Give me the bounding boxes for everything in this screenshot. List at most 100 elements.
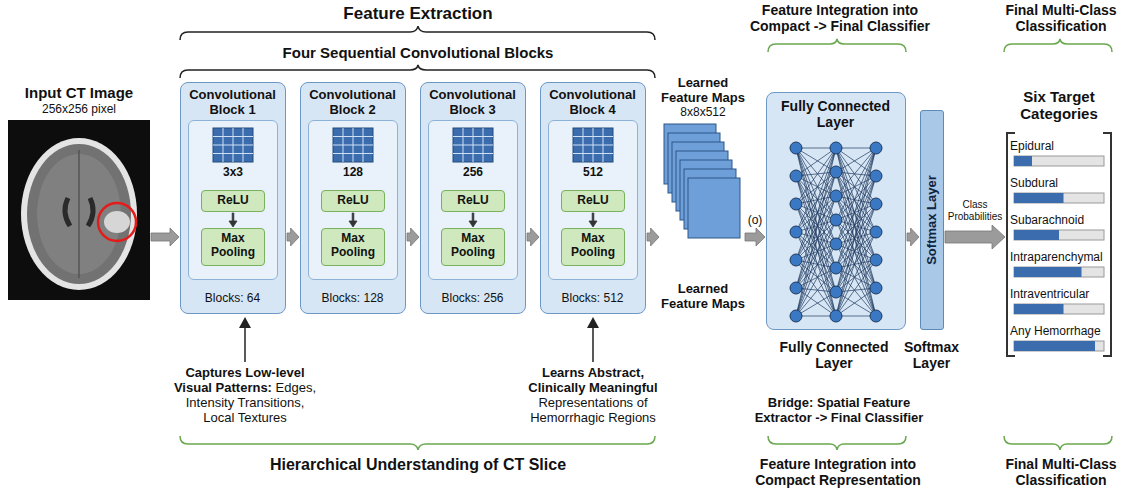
bar-fill [1014,156,1032,166]
maps-title: Learned Feature Maps [658,76,748,106]
relu-box: ReLU [441,190,505,212]
network-neuron [790,310,802,322]
pooling-label: Max Pooling [442,232,504,260]
block-count: Blocks: 512 [543,292,642,306]
grid-line [573,153,613,154]
network-neuron [870,198,882,210]
grid-line [453,153,493,154]
network-link [796,172,836,260]
category-name: Subarachnoid [1010,214,1108,228]
network-neuron [830,142,842,154]
callout-lead: Learns Abstract, Clinically Meaningful [518,366,668,396]
grid-line [333,145,373,146]
network-neuron [830,262,842,274]
section-heading: Final Multi-Class Classification [1000,2,1122,34]
filter-grid-icon [573,128,613,162]
filter-grid [213,128,253,162]
bar-track [1014,304,1104,314]
network-link [836,196,876,316]
relu-box: ReLU [321,190,385,212]
pooling-box: Max Pooling [441,228,505,266]
block-count: Blocks: 256 [423,292,522,306]
block-title: Convolutional Block 2 [303,88,402,118]
bar-track [1014,156,1104,166]
probability-bars [1014,156,1104,351]
grid-line [213,145,253,146]
grid-line [243,128,244,162]
section-footer: Feature Integration into Compact Represe… [741,456,935,488]
network-link [836,204,876,292]
grid-line [603,128,604,162]
category-name: Intraventricular [1010,288,1108,302]
filter-label: 128 [309,166,397,180]
relu-label: ReLU [322,194,384,208]
feature-map [688,178,740,238]
filter-label: 512 [549,166,637,180]
network-neuron [870,310,882,322]
image-title: Input CT Image [2,84,156,101]
bridge-note: Bridge: Spatial Feature Extractor -> Fin… [748,396,930,426]
connector-label: (o) [745,213,765,227]
network-neuron [870,170,882,182]
conv-block: ReLU Max Pooling 512 Convolutional Block 4 B… [540,82,646,314]
network-neuron [870,226,882,238]
bar-track [1014,341,1104,351]
network-neuron [790,254,802,266]
network-neuron [830,190,842,202]
ct-midline [78,150,80,278]
layer-title: Fully Connected Layer [767,98,904,130]
section-bracket [180,436,655,450]
flow-arrow [647,228,659,246]
layer-caption: Fully Connected Layer [770,339,898,371]
grid-line [213,153,253,154]
maps-size: 8x8x512 [658,106,748,120]
category-name: Epidural [1010,140,1108,154]
conv-block: ReLUMax Pooling256Convolutional Block 3B… [420,82,526,314]
filter-grid-icon [453,128,493,162]
flow-arrow [945,225,1005,249]
network-neuron [790,226,802,238]
grid-line [333,153,373,154]
ct-marker-circle [98,203,136,241]
network-link [796,244,836,316]
layer-caption: Softmax Layer [901,339,962,371]
bar-fill [1014,341,1095,351]
block-count: Blocks: 64 [183,292,282,306]
network-neuron [830,214,842,226]
filter-grid [333,128,373,162]
ct-hemorrhage [104,211,130,233]
section-bracket [768,39,906,52]
ct-skull [21,138,137,290]
category-name: Any Hemorrhage [1010,325,1108,339]
network-neuron [790,198,802,210]
callout-arrowhead [587,317,599,328]
flow-arrow [527,228,539,246]
grid-line [453,145,493,146]
pooling-box: Max Pooling [561,228,625,266]
section-footer: Hierarchical Understanding of CT Slice [258,456,578,474]
bar-track [1014,267,1104,277]
flow-arrow [407,228,419,246]
callout-arrowhead [239,317,251,328]
connector-label: Class Probabilities [946,199,1004,223]
filter-label: 3x3 [189,166,277,180]
block-title: Convolutional Block 4 [543,88,642,118]
step-arrow [469,213,477,227]
step-arrow [229,213,237,227]
block-title: Convolutional Block 3 [423,88,522,118]
network-link [796,148,836,268]
ct-background [8,120,150,300]
section-heading: Feature Integration into Compact -> Fina… [736,2,944,34]
relu-label: ReLU [562,194,624,208]
filter-grid-icon [213,128,253,162]
network-neuron [830,166,842,178]
relu-box: ReLU [561,190,625,212]
grid-line [573,145,613,146]
network-neuron [790,142,802,154]
ct-brain [27,144,131,284]
callout-note: Captures Low-level Visual Patterns:Edges… [170,366,320,426]
bar-fill [1014,193,1064,203]
relu-label: ReLU [202,194,264,208]
panel-bracket-tick [1006,133,1112,356]
